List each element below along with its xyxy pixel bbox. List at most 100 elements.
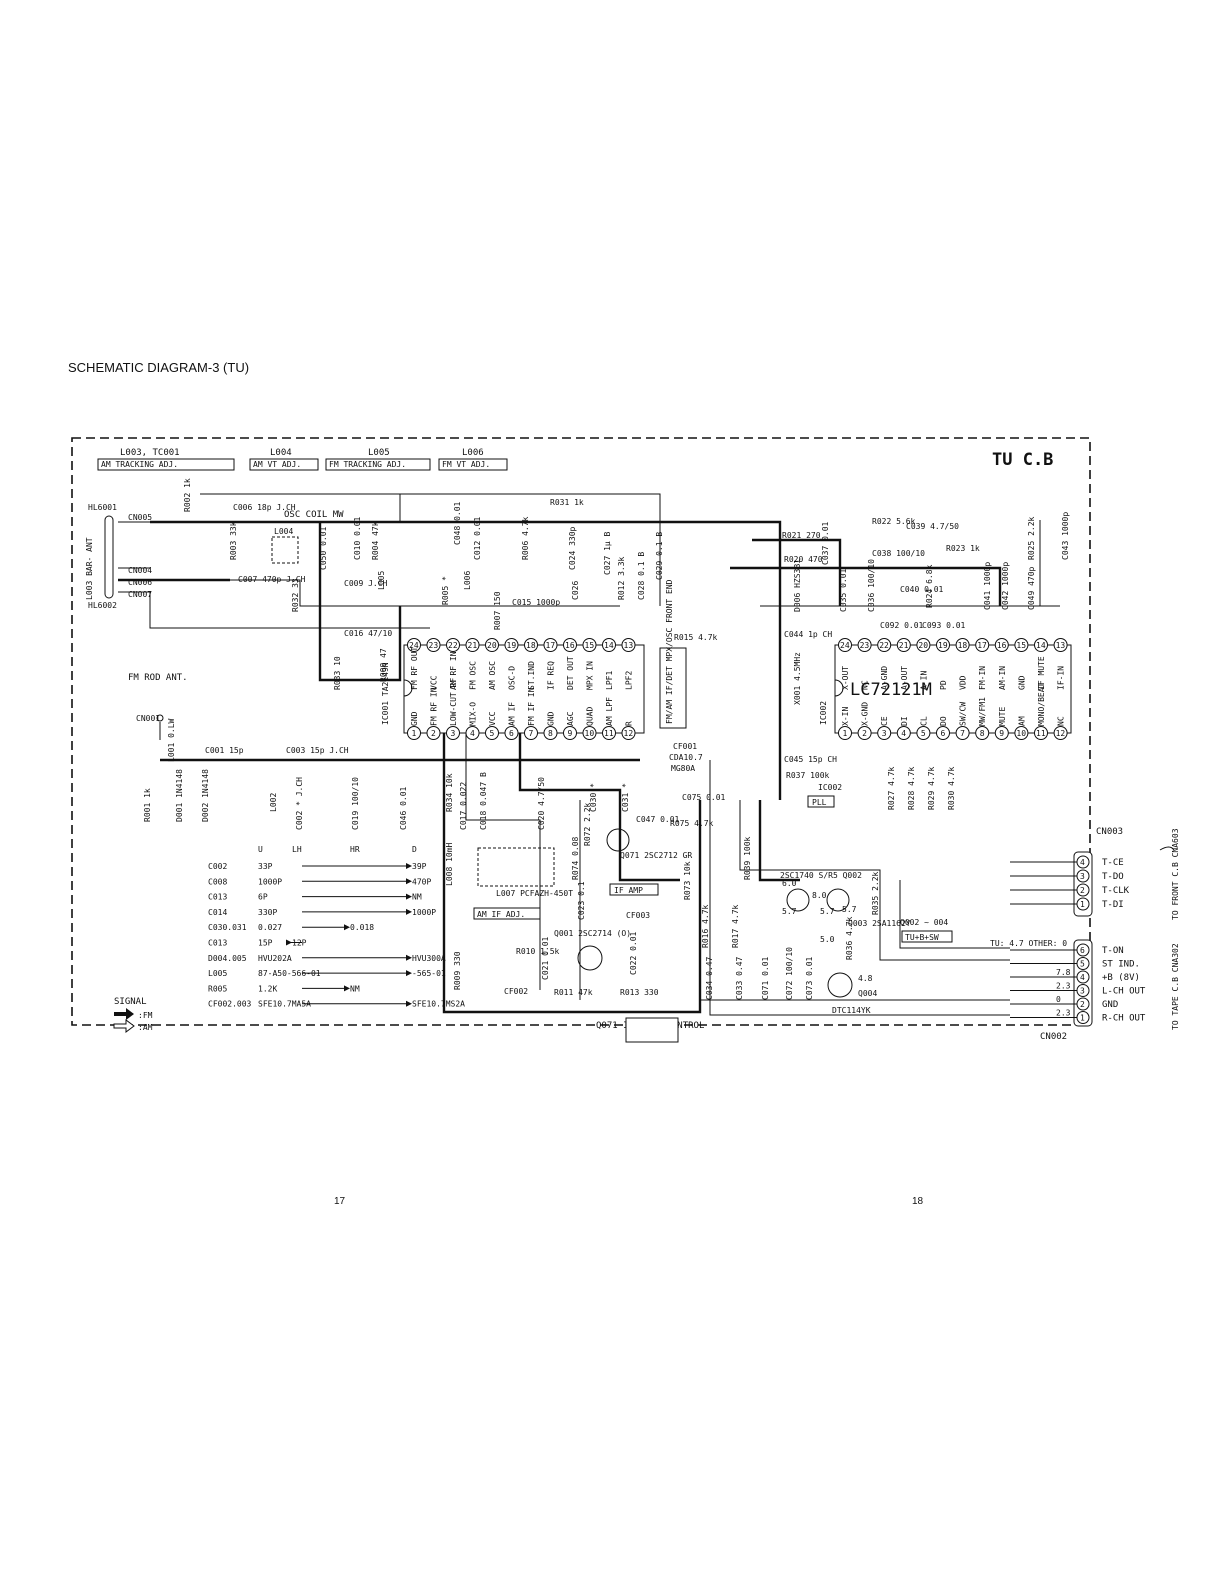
ic001-bottom-pin-6-number: 6 — [509, 729, 514, 738]
ic001-top-pin-19-number: 19 — [507, 641, 517, 650]
r009-label: R009 330 — [453, 951, 462, 990]
r037-label: R037 100k — [786, 771, 830, 780]
cf003-label: CF003 — [626, 911, 650, 920]
r004-label: R004 47k — [371, 521, 380, 560]
table-row-6-col-0: D004.005 — [208, 954, 247, 963]
board-frame — [71, 437, 1091, 1026]
table-row-8-col-3: NM — [350, 984, 360, 993]
r020-label: R020 470 — [784, 555, 823, 564]
ic002-bottom-pin-9-label: MUTE — [998, 707, 1007, 726]
table-row-9-col-4: SFE10.7MS2A — [412, 1000, 465, 1009]
fm-arrow-icon — [114, 1008, 134, 1020]
c028-label: C028 0.1 B — [637, 552, 646, 600]
l004-label: L004 — [274, 527, 293, 536]
l002-label: L002 — [269, 793, 278, 812]
c029-label: C029 0.1 B — [655, 532, 664, 580]
ic002-top-pin-21-label: A-OUT — [900, 666, 909, 690]
c007-label: C007 470p J.CH — [238, 575, 306, 584]
table-row-0-col-1: 33P — [258, 862, 273, 871]
ic002-top-pin-21 — [896, 638, 911, 652]
q001-label: Q001 2SC2714 (O) — [554, 929, 631, 938]
ic001-bottom-pin-1 — [407, 726, 421, 740]
c033-label: C033 0.47 — [735, 956, 744, 1000]
r072-label: R072 2.2k — [583, 802, 592, 846]
ic002-top-pin-24 — [838, 638, 852, 652]
cn006-label: CN006 — [128, 578, 152, 587]
ic001-top-pin-17-number: 17 — [546, 641, 556, 650]
ic001-bottom-pin-7-label: FM IF IN — [527, 687, 536, 726]
ic002-top-pin-21-number: 21 — [899, 641, 909, 650]
cn004-label: CN004 — [128, 566, 152, 575]
table-row-8-col-0: R005 — [208, 984, 227, 993]
l006-label: L006 — [463, 571, 472, 590]
ic002-function-box: PLL — [812, 798, 827, 807]
ic002-bottom-pin-6-number: 6 — [941, 729, 946, 738]
c093-label: C093 0.01 — [922, 621, 966, 630]
ic002-top-pin-19 — [936, 638, 950, 652]
ic001-ref: IC001 TA2149N — [381, 662, 390, 725]
cn002-pin-3-voltage: 2.3 — [1056, 982, 1071, 991]
table-row-3-col-4: 1000P — [412, 908, 436, 917]
r033-label: R033 10 — [333, 656, 342, 690]
c020-label: C020 4.7/50 — [537, 777, 546, 830]
ic002-top-pin-20-number: 20 — [918, 641, 928, 650]
pll-components: R021 270 R020 470 C037 0.01 R022 5.6k C0… — [730, 512, 1070, 810]
cn002-pin-4-number: 4 — [1080, 973, 1085, 982]
ic001-bottom-pin-2-label: FM RF IN — [430, 687, 439, 726]
ic002-top-pin-20-label: A IN — [919, 671, 928, 690]
ic001-bottom-pin-4-number: 4 — [470, 729, 475, 738]
signal-legend-fm: :FM — [138, 1011, 153, 1020]
cn002-pin-1-voltage: 2.3 — [1056, 1009, 1071, 1018]
ic001-top-pin-13-label: LPF2 — [625, 671, 634, 690]
cf002-label: CF002 — [504, 987, 528, 996]
c009-label: C009 J.CH — [344, 579, 388, 588]
c041-label: C041 1000p — [983, 562, 992, 610]
cn002-pin-2-number: 2 — [1080, 1000, 1085, 1009]
table-row-0-col-0: C002 — [208, 862, 227, 871]
c045-label: C045 15p CH — [784, 755, 837, 764]
r039-label: R039 100k — [743, 836, 752, 880]
c024-label: C024 330p — [568, 526, 577, 570]
ic002-top-pin-22 — [877, 638, 892, 652]
volt-5-7-a: 5.7 — [782, 907, 797, 916]
table-row-6-col-1: HVU202A — [258, 954, 292, 963]
ic001-bottom-pin-2 — [426, 726, 441, 740]
q071-label: Q071 2SC2712 GR — [620, 851, 692, 860]
c048-label: C048 0.01 — [453, 501, 462, 545]
table-row-1-col-1: 1000P — [258, 877, 282, 886]
cn002-pin-1-label: R-CH OUT — [1102, 1014, 1146, 1024]
ic001-top-pin-19 — [504, 638, 519, 652]
cn003-pin-4-label: T-CE — [1102, 858, 1124, 868]
c073-label: C073 0.01 — [805, 956, 814, 1000]
osc-coil-label: OSC COIL MW — [284, 510, 344, 520]
ic002-bottom-pin-7-number: 7 — [960, 729, 965, 738]
x001-label: X001 4.5MHz — [793, 652, 802, 705]
board-name: TU C.B — [992, 450, 1053, 470]
ic002-top-pin-16-label: AM-IN — [998, 666, 1007, 690]
r003-label: R003 33k — [229, 521, 238, 560]
c006-label: C006 18p J.CH — [233, 503, 296, 512]
c075-label: C075 0.01 — [682, 793, 726, 802]
cn003-pin-1-label: T-DI — [1102, 900, 1124, 910]
cn002-ref: CN002 — [1040, 1032, 1067, 1042]
table-header-u: U — [258, 845, 263, 854]
c023-label: C023 0.1 — [577, 881, 586, 920]
r001-label: R001 1k — [143, 788, 152, 822]
ic001-bottom-pin-5 — [485, 726, 499, 740]
volt-6-0: 6.0 — [782, 879, 797, 888]
adj-box-am-tracking: AM TRACKING ADJ. — [101, 460, 178, 469]
c031-label: C031 * — [621, 783, 630, 812]
ic002-bottom-pin-7 — [955, 726, 970, 740]
table-header-hr: HR — [350, 845, 360, 854]
ic001-top-pin-23-label: VCC — [430, 675, 439, 690]
r029-label: R029 4.7k — [927, 766, 936, 810]
ic001-top-pin-20-number: 20 — [487, 641, 497, 650]
ic001-top-pin-21-label: FM OSC — [469, 661, 478, 690]
c022-label: C022 0.01 — [629, 931, 638, 975]
ic002-top-pin-14-number: 14 — [1036, 641, 1046, 650]
cn003-pin-3-number: 3 — [1080, 872, 1085, 881]
tu-sw-box: TU+B+SW — [905, 933, 939, 942]
r012-label: R012 3.3k — [617, 556, 626, 600]
l008-label: L008 10mH — [445, 842, 454, 886]
q002-label: 2SC1740 S/R5 Q002 — [780, 871, 862, 880]
